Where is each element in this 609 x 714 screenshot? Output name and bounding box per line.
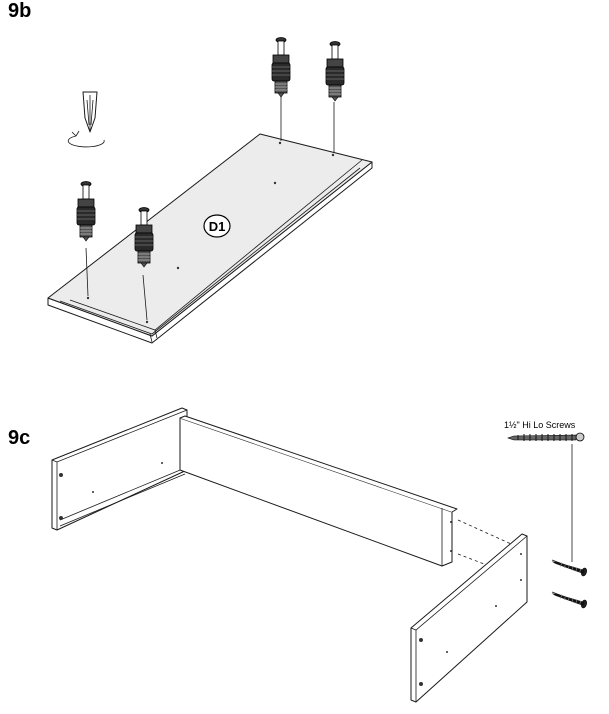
- step-9b-diagram: D1: [47, 37, 373, 344]
- hi-lo-screw-icon: [549, 589, 589, 610]
- cam-bolt-icon: [271, 37, 291, 98]
- rotate-arrow-icon: [67, 130, 105, 148]
- screw-label: 1½" Hi Lo Screws: [504, 420, 576, 430]
- screwdriver-icon: [82, 91, 98, 133]
- step-9b-label: 9b: [8, 0, 32, 22]
- hi-lo-screw-icon: [507, 432, 585, 442]
- screw-legend: 1½" Hi Lo Screws: [504, 420, 585, 442]
- cam-bolt-icon: [76, 181, 96, 242]
- panel-d1: [47, 133, 373, 344]
- hi-lo-screw-icon: [549, 557, 589, 578]
- back-panel: [179, 415, 458, 567]
- cam-bolt-icon: [134, 207, 154, 268]
- left-side-panel: [51, 407, 188, 531]
- step-9c-diagram: 1½" Hi Lo Screws: [51, 407, 589, 703]
- cam-bolt-icon: [325, 41, 345, 102]
- step-9c-label: 9c: [8, 427, 31, 449]
- part-d1-label: D1: [209, 219, 226, 234]
- right-side-panel: [410, 533, 528, 703]
- part-d1-badge: D1: [203, 214, 231, 238]
